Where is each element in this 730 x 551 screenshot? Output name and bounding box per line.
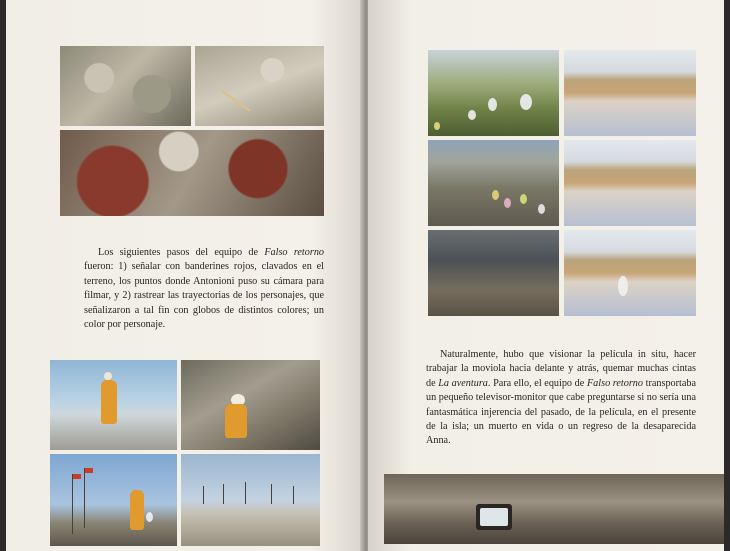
flag-pole <box>245 482 246 504</box>
photo-tv-on-rocks <box>384 474 724 544</box>
photo-flags <box>50 454 177 546</box>
right-paragraph-text-2: . Para ello, el equipo de <box>487 377 587 389</box>
balloon <box>520 194 527 204</box>
photo-film-still-cliff-3 <box>564 230 696 316</box>
right-paragraph-title-italic: Falso retorno <box>586 377 643 389</box>
photo-rock-top-right <box>195 46 324 126</box>
person-hat <box>231 394 245 406</box>
flag-pole <box>293 486 294 504</box>
balloon <box>468 110 476 120</box>
right-paragraph: Naturalmente, hubo que visionar la pelíc… <box>426 348 696 449</box>
red-flag <box>73 474 81 479</box>
photo-rock-top-left <box>60 46 191 126</box>
left-paragraph-text-2: fueron: 1) señalar con banderines rojos,… <box>84 261 324 331</box>
balloon <box>146 512 153 522</box>
flag-pole <box>84 468 85 528</box>
photo-rocks-balloons <box>428 140 559 226</box>
left-page: Los siguientes pasos del equipo de Falso… <box>6 0 364 551</box>
flag-pole <box>203 486 204 504</box>
balloon <box>520 94 532 110</box>
left-paragraph-title-italic: Falso retorno <box>264 247 325 258</box>
balloon <box>538 204 545 214</box>
right-paragraph-film-title-italic: La aventura <box>438 377 488 389</box>
stick-mark <box>221 90 251 112</box>
right-page: Naturalmente, hubo que visionar la pelíc… <box>368 0 724 551</box>
person-kneeling <box>225 404 247 438</box>
flag-pole <box>223 484 224 504</box>
left-paragraph: Los siguientes pasos del equipo de Falso… <box>84 246 324 332</box>
tv-screen <box>480 508 508 526</box>
photo-person-rock <box>181 360 320 450</box>
person-head <box>104 372 112 380</box>
left-paragraph-text-1: Los siguientes pasos del equipo de <box>98 247 265 258</box>
photo-coast-flags <box>181 454 320 546</box>
photo-grass-balloons <box>428 50 559 136</box>
flag-pole <box>271 484 272 504</box>
flag-pole <box>72 474 73 534</box>
photo-film-still-cliff-2 <box>564 140 696 226</box>
photo-rock-wide <box>60 130 324 216</box>
person-orange-suit <box>101 380 117 424</box>
balloon <box>618 276 628 296</box>
photo-sea-rocks <box>428 230 559 316</box>
person-orange-suit <box>130 490 144 530</box>
photo-film-still-cliff-1 <box>564 50 696 136</box>
red-flag <box>85 468 93 473</box>
balloon <box>434 122 440 130</box>
balloon <box>504 198 511 208</box>
tv-monitor <box>476 504 512 530</box>
right-paragraph-text-3: transportaba un pequeño televisor-monito… <box>426 377 696 447</box>
balloon <box>488 98 497 111</box>
bleed-through-text <box>426 322 696 344</box>
balloon <box>492 190 499 200</box>
photo-person-sea <box>50 360 177 450</box>
right-paragraph-text-1: Naturalmente, hubo que visionar la pelíc… <box>426 349 696 389</box>
